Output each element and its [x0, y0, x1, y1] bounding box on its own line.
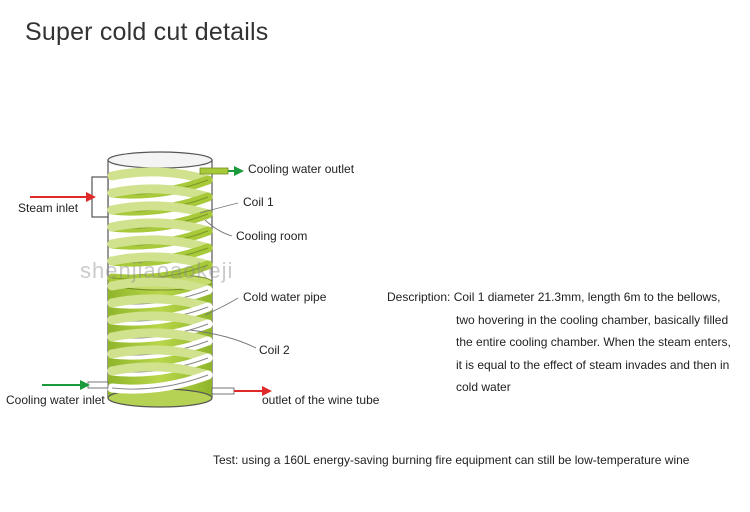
coil-turn-back [107, 277, 213, 295]
coil-turn-back [107, 252, 213, 270]
steam-inlet-arrow [86, 192, 96, 202]
watermark: shenjiaoaokeji [80, 258, 234, 283]
description-line: Description: Coil 1 diameter 21.3mm, len… [387, 290, 721, 304]
coil-turn-back [107, 294, 213, 312]
description-line: the entire cooling chamber. When the ste… [456, 335, 731, 349]
wine-outlet-arrow [262, 386, 272, 396]
page-title: Super cold cut details [25, 18, 269, 46]
label-coil-1: Coil 1 [243, 195, 274, 209]
water-inlet-arrow [80, 380, 90, 390]
label-coil-2: Coil 2 [259, 343, 290, 357]
test-note: Test: using a 160L energy-saving burning… [213, 453, 690, 467]
coil-turn-edge [111, 374, 209, 390]
water-outlet-arrow [234, 166, 244, 176]
description-line: cold water [456, 380, 511, 394]
description-line: it is equal to the effect of steam invad… [456, 357, 730, 372]
coil-1 [107, 167, 213, 284]
arrows [30, 166, 272, 396]
label-steam-inlet: Steam inlet [18, 201, 79, 215]
vessel [91, 151, 213, 398]
coil-turn-back [107, 201, 213, 219]
label-cold-water-pipe: Cold water pipe [243, 290, 327, 304]
coil-turn-back [107, 167, 213, 185]
coil-2 [107, 277, 213, 394]
coil-turn-back [107, 362, 213, 380]
coil-turn-back [107, 235, 213, 253]
label-cooling-water-outlet: Cooling water outlet [248, 162, 355, 176]
coil-turn-back [107, 345, 213, 363]
label-cooling-room: Cooling room [236, 229, 307, 243]
coil-turn-edge [111, 264, 209, 280]
leader-lines [189, 202, 257, 349]
description: Description: Coil 1 diameter 21.3mm, len… [387, 286, 747, 399]
description-line: two hovering in the cooling chamber, bas… [456, 312, 729, 327]
coil-turn-back [107, 184, 213, 202]
coil-turn-back [107, 328, 213, 346]
coil-turn-back [107, 311, 213, 329]
coil-turn-back [107, 218, 213, 236]
label-wine-outlet: outlet of the wine tube [262, 393, 380, 407]
label-cooling-water-inlet: Cooling water inlet [6, 393, 105, 407]
